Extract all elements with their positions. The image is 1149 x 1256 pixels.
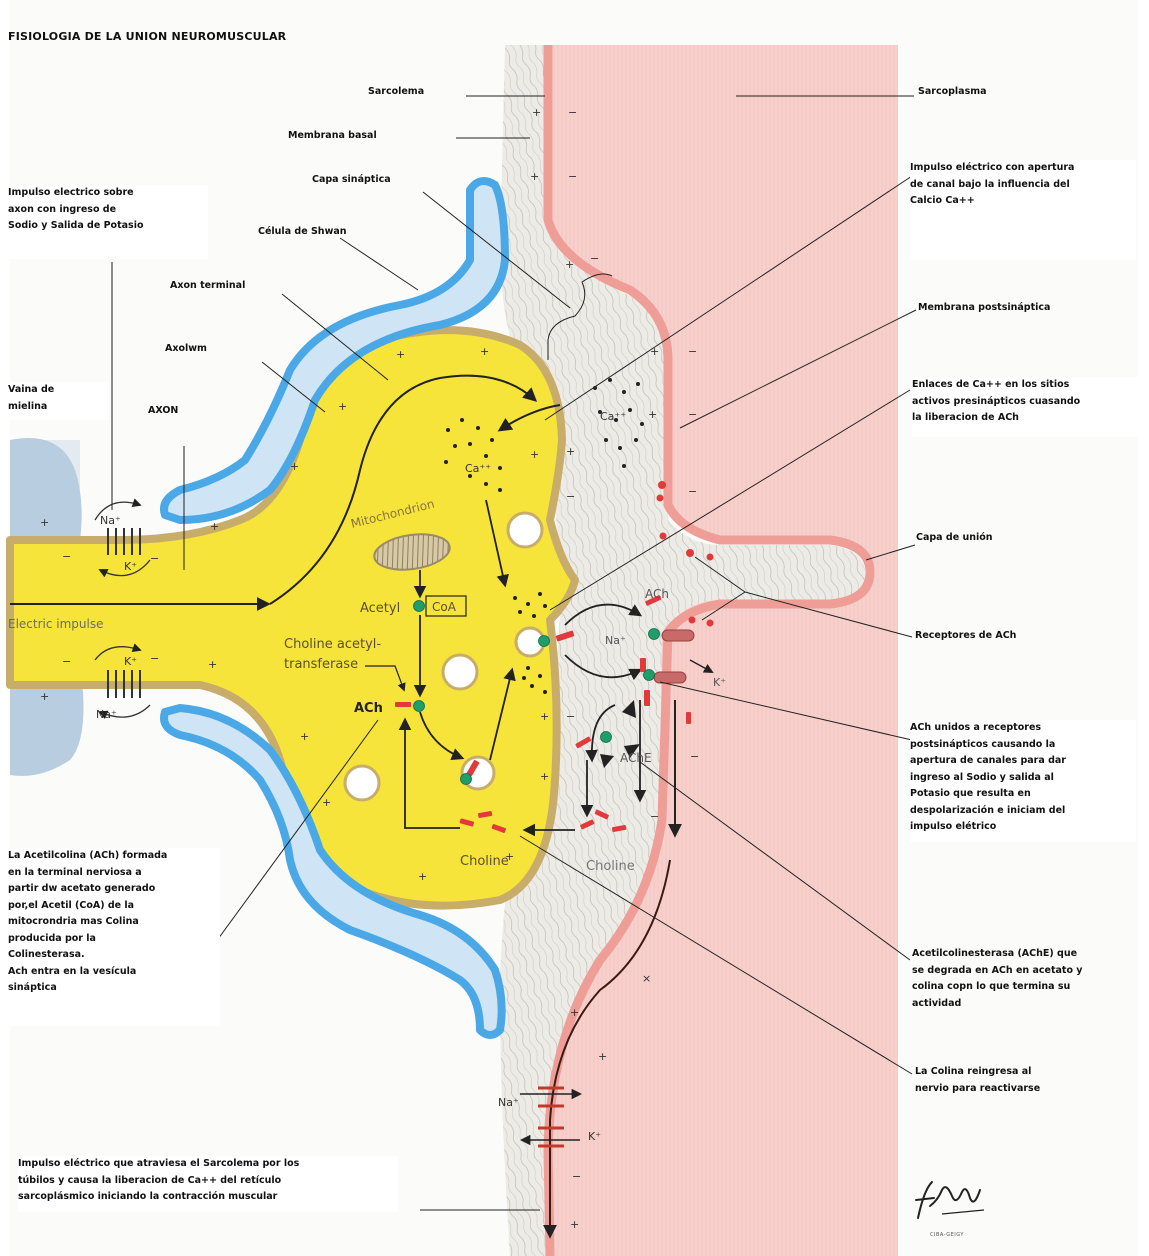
na-label-receptor: Na⁺ [605,634,626,647]
k-label-axon-bottom: K⁺ [124,655,137,668]
label-vaina-mielina: Vaina de mielina [8,382,108,420]
svg-text:+: + [480,345,489,358]
ach-right-label: ACh [645,587,669,601]
svg-text:+: + [322,796,331,809]
svg-text:+: + [40,690,49,703]
label-sarcolema: Sarcolema [368,84,424,101]
svg-text:+: + [530,448,539,461]
svg-text:+: + [530,170,539,183]
svg-text:−: − [690,750,699,763]
na-label-axon-top: Na⁺ [100,514,121,527]
netter-signature-logo [912,1170,992,1230]
k-label-receptor: K⁺ [713,676,726,689]
choline-label-1: Choline [460,854,509,869]
svg-text:+: + [300,730,309,743]
na-label-axon-bottom: Na⁺ [96,708,117,721]
svg-text:+: + [570,1006,579,1019]
svg-text:+: + [540,770,549,783]
label-membrana-postsinaptica: Membrana postsináptica [918,300,1050,317]
svg-text:−: − [62,550,71,563]
ach-left-label: ACh [354,701,383,716]
svg-text:−: − [572,1170,581,1183]
label-axon-terminal: Axon terminal [170,278,245,295]
figure-title: FISIOLOGIA DE LA UNION NEUROMUSCULAR [8,30,286,43]
svg-text:+: + [208,658,217,671]
svg-text:−: − [688,485,697,498]
label-ache-degrada: Acetilcolinesterasa (AChE) que se degrad… [912,946,1083,1012]
electric-impulse-label: Electric impulse [8,617,104,631]
svg-text:+: + [650,345,659,358]
acetyl-label: Acetyl [360,601,400,616]
svg-text:−: − [568,170,577,183]
svg-text:−: − [62,655,71,668]
k-label-sarcolemma: K⁺ [588,1130,601,1143]
svg-text:+: + [418,870,427,883]
svg-text:−: − [566,490,575,503]
svg-text:+: + [598,1050,607,1063]
ca-label-axon: Ca⁺⁺ [465,462,491,475]
label-colina-reingresa: La Colina reingresa al nervio para react… [915,1064,1040,1097]
na-label-sarcolemma: Na⁺ [498,1096,519,1109]
label-impulso-axon: Impulso electrico sobre axon con ingreso… [8,185,208,259]
signature-sub: CIBA-GEIGY [930,1232,964,1238]
svg-text:+: + [210,520,219,533]
label-enlaces-ca: Enlaces de Ca++ en los sitios activos pr… [912,377,1138,437]
label-impulso-canal: Impulso eléctrico con apertura de canal … [910,160,1136,260]
svg-text:+: + [532,106,541,119]
svg-text:+: + [396,348,405,361]
svg-text:+: + [648,408,657,421]
ache-label: AChE [620,751,652,765]
svg-text:+: + [338,400,347,413]
label-acetilcolina-formada: La Acetilcolina (ACh) formada en la term… [8,848,220,1026]
svg-text:−: − [568,106,577,119]
svg-text:−: − [150,552,159,565]
svg-text:−: − [150,652,159,665]
choline-label-2: Choline [586,859,635,874]
ca-label-cleft: Ca⁺⁺ [600,410,626,423]
choline-acetyl-label: Choline acetyl- [284,637,381,652]
svg-text:+: + [566,445,575,458]
svg-text:+: + [570,1218,579,1231]
coa-label: CoA [432,600,457,614]
label-ach-unidos: ACh unidos a receptores postsinápticos c… [910,720,1136,842]
svg-text:+: + [540,710,549,723]
label-impulso-sarcolema: Impulso eléctrico que atraviesa el Sarco… [18,1156,398,1212]
svg-text:−: − [566,710,575,723]
label-sarcoplasma: Sarcoplasma [918,84,987,101]
label-membrana-basal: Membrana basal [288,128,377,145]
label-capa-union: Capa de unión [916,530,993,547]
label-axon: AXON [148,403,178,420]
k-label-axon-top: K⁺ [124,560,137,573]
label-capa-sinaptica: Capa sináptica [312,172,391,189]
label-receptores-ach: Receptores de ACh [915,628,1016,645]
svg-text:−: − [590,252,599,265]
svg-text:×: × [642,972,651,985]
svg-text:+: + [565,258,574,271]
label-celula-shwan: Célula de Shwan [258,224,347,241]
svg-text:−: − [650,810,659,823]
svg-text:−: − [688,408,697,421]
transferase-label: transferase [284,657,358,672]
svg-text:+: + [40,516,49,529]
svg-text:−: − [688,345,697,358]
label-axolwm: Axolwm [165,341,207,358]
svg-text:+: + [290,460,299,473]
